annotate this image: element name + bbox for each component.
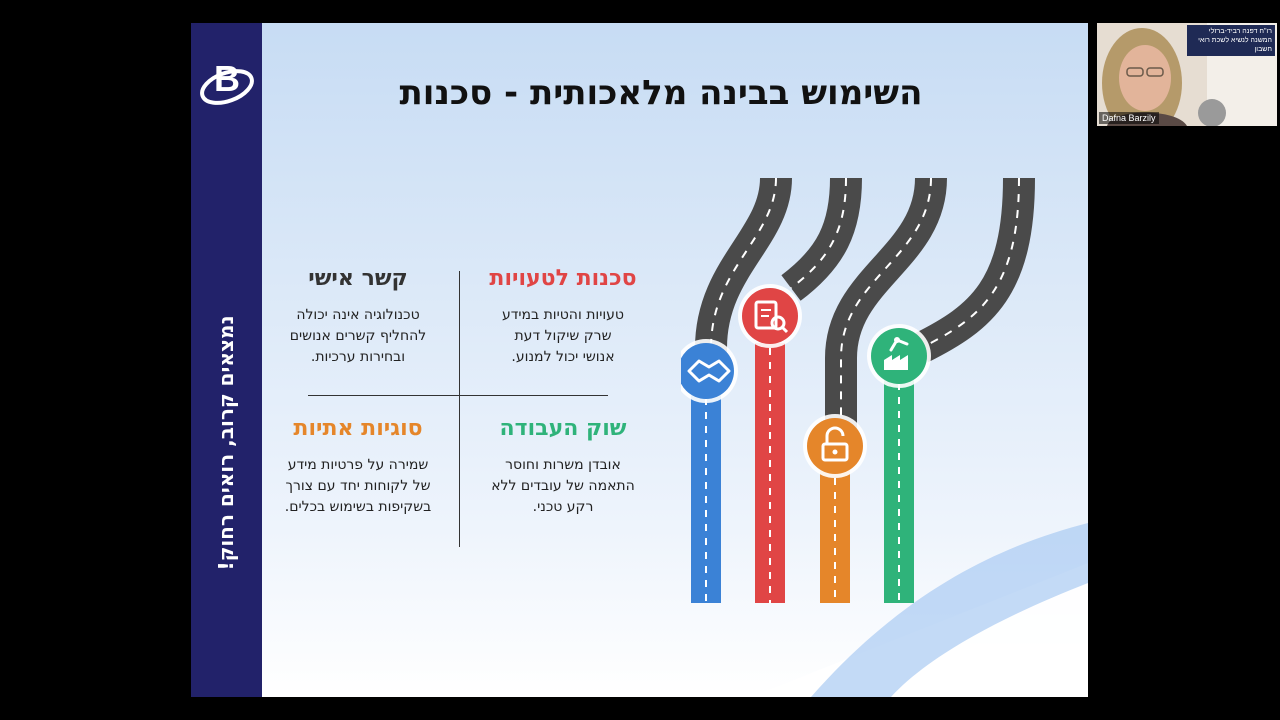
road-1 <box>695 178 792 378</box>
road-3 <box>825 178 947 438</box>
road-2 <box>781 178 862 301</box>
unlock-icon <box>803 414 867 478</box>
robot-arm-factory-icon <box>867 324 931 388</box>
svg-text:B: B <box>214 58 240 99</box>
company-logo-icon: B <box>200 58 254 105</box>
handshake-icon <box>681 339 738 403</box>
quadrant-personal-connection: קשר אישי טכנולוגיה אינה יכולה להחליף קשר… <box>258 266 458 368</box>
slide-tagline: נמצאים קרוב, רואים רחוק! <box>214 315 238 571</box>
participant-name-label: Dafna Barzily <box>1099 112 1159 124</box>
clipboard-search-icon <box>738 284 802 348</box>
slide-sidebar: B נמצאים קרוב, רואים רחוק! <box>191 23 262 697</box>
presentation-slide: B נמצאים קרוב, רואים רחוק! השימוש בבינה … <box>191 23 1088 697</box>
quadrant-heading: שוק העבודה <box>499 416 627 441</box>
webcam-participant-video[interactable]: רו"ח דפנה רביד-ברזלי המשנה לנשיא לשכת רו… <box>1097 23 1277 126</box>
participant-title-banner: רו"ח דפנה רביד-ברזלי המשנה לנשיא לשכת רו… <box>1187 25 1275 56</box>
road-4 <box>913 178 1035 363</box>
slide-title: השימוש בבינה מלאכותית - סכנות <box>399 73 923 113</box>
quadrant-ethical-issues: סוגיות אתיות שמירה על פרטיות מידע של לקו… <box>258 416 458 518</box>
quadrant-heading: סכנות לטעויות <box>489 266 637 291</box>
roads-infographic <box>681 178 1035 603</box>
quadrant-error-risks: סכנות לטעויות טעויות והטיות במידע שרק שי… <box>463 266 663 368</box>
quadrant-heading: קשר אישי <box>308 266 408 291</box>
quadrant-divider-vertical <box>459 271 460 547</box>
quadrant-divider-horizontal <box>308 395 608 396</box>
quadrant-text: טעויות והטיות במידע שרק שיקול דעת אנושי … <box>501 307 625 365</box>
quadrant-job-market: שוק העבודה אובדן משרות וחוסר התאמה של עו… <box>463 416 663 518</box>
quadrant-text: שמירה על פרטיות מידע של לקוחות יחד עם צו… <box>284 457 432 515</box>
quadrant-text: אובדן משרות וחוסר התאמה של עובדים ללא רק… <box>491 457 635 515</box>
quadrant-text: טכנולוגיה אינה יכולה להחליף קשרים אנושים… <box>289 307 427 365</box>
quadrant-heading: סוגיות אתיות <box>293 416 423 441</box>
